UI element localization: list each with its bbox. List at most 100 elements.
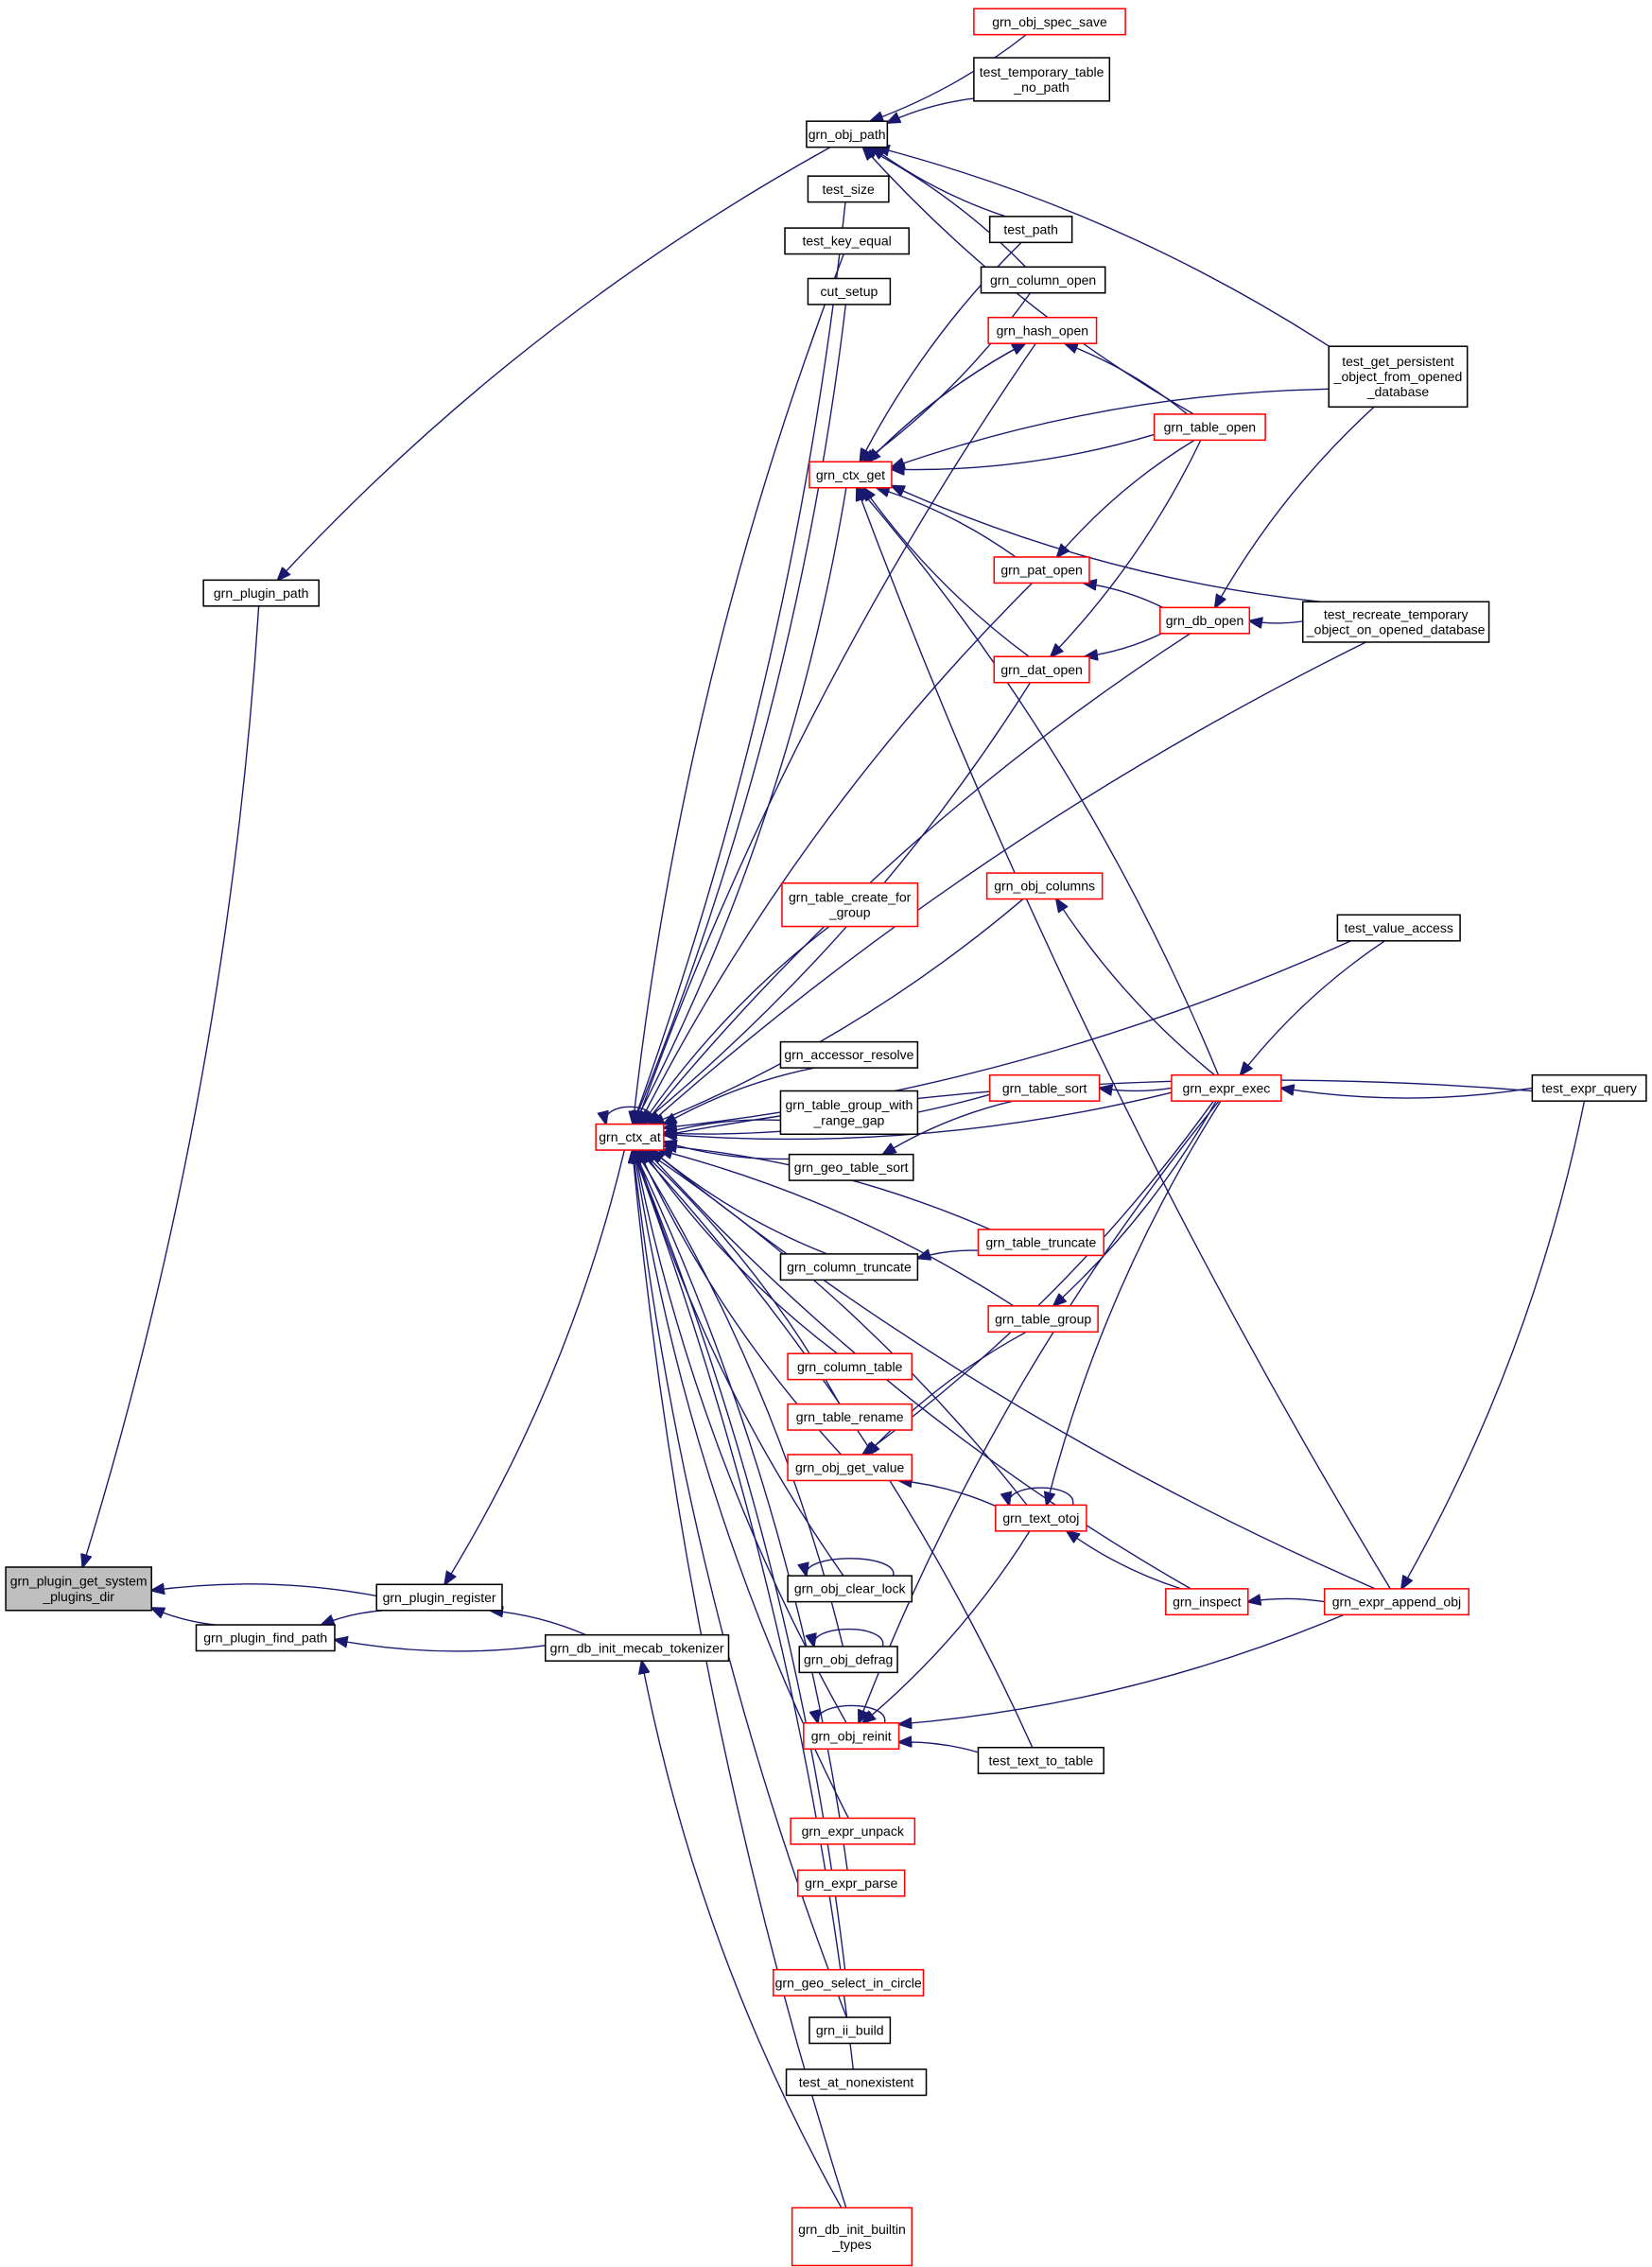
node-test-temp-table-no-path[interactable]: test_temporary_table_no_path <box>973 57 1111 102</box>
node-box[interactable] <box>809 2016 892 2045</box>
node-ctx-get[interactable]: grn_ctx_get <box>809 461 893 489</box>
node-box[interactable] <box>993 556 1090 584</box>
node-box[interactable] <box>787 1352 913 1381</box>
node-dat-open[interactable]: grn_dat_open <box>993 655 1090 684</box>
node-ctx-at[interactable]: grn_ctx_at <box>595 1123 665 1151</box>
node-expr-append-obj[interactable]: grn_expr_append_obj <box>1323 1588 1469 1616</box>
node-box[interactable] <box>807 277 892 305</box>
node-box[interactable] <box>977 1746 1104 1774</box>
node-box[interactable] <box>781 882 919 928</box>
node-obj-reinit[interactable]: grn_obj_reinit <box>803 1722 900 1751</box>
node-box[interactable] <box>1531 1073 1647 1102</box>
node-box[interactable] <box>798 1646 898 1674</box>
node-plugin-find-path[interactable]: grn_plugin_find_path <box>195 1624 336 1652</box>
node-box[interactable] <box>977 1229 1104 1257</box>
node-box[interactable] <box>809 461 893 489</box>
node-table-create-for-group[interactable]: grn_table_create_for_group <box>781 882 919 928</box>
node-box[interactable] <box>796 1869 906 1897</box>
node-test-expr-query[interactable]: test_expr_query <box>1531 1073 1647 1102</box>
node-ii-build[interactable]: grn_ii_build <box>809 2016 892 2045</box>
node-geo-select-in-circle[interactable]: grn_geo_select_in_circle <box>773 1968 925 1997</box>
node-table-group-with-range-gap[interactable]: grn_table_group_with_range_gap <box>779 1090 919 1136</box>
node-box[interactable] <box>995 1504 1087 1532</box>
node-test-value-access[interactable]: test_value_access <box>1336 914 1461 942</box>
node-table-group[interactable]: grn_table_group <box>987 1305 1099 1334</box>
node-pat-open[interactable]: grn_pat_open <box>993 556 1090 584</box>
node-expr-unpack[interactable]: grn_expr_unpack <box>790 1817 916 1845</box>
node-box[interactable] <box>779 1090 919 1136</box>
node-expr-exec[interactable]: grn_expr_exec <box>1171 1073 1282 1102</box>
node-obj-path[interactable]: grn_obj_path <box>806 120 889 148</box>
node-box[interactable] <box>803 1722 900 1751</box>
node-obj-spec-save[interactable]: grn_obj_spec_save <box>973 8 1126 36</box>
node-test-recreate-temp[interactable]: test_recreate_temporary_object_on_opened… <box>1302 601 1490 643</box>
node-obj-get-value[interactable]: grn_obj_get_value <box>787 1454 913 1482</box>
node-box[interactable] <box>779 1253 919 1282</box>
node-box[interactable] <box>807 175 890 203</box>
node-test-text-to-table[interactable]: test_text_to_table <box>977 1746 1104 1774</box>
node-box[interactable] <box>787 1454 913 1482</box>
node-accessor-resolve[interactable]: grn_accessor_resolve <box>779 1040 919 1069</box>
node-box[interactable] <box>1336 914 1461 942</box>
node-table-truncate[interactable]: grn_table_truncate <box>977 1229 1104 1257</box>
node-db-init-builtin-types[interactable]: grn_db_init_builtin_types <box>791 2206 913 2267</box>
node-box[interactable] <box>1153 413 1266 442</box>
node-db-open[interactable]: grn_db_open <box>1158 606 1251 635</box>
node-plugin-register[interactable]: grn_plugin_register <box>375 1583 503 1612</box>
node-test-key-equal[interactable]: test_key_equal <box>784 227 910 255</box>
node-box[interactable] <box>1302 601 1490 643</box>
node-box[interactable] <box>375 1583 503 1612</box>
node-box[interactable] <box>544 1633 730 1662</box>
node-box[interactable] <box>787 1575 913 1603</box>
node-box[interactable] <box>195 1624 336 1652</box>
node-box[interactable] <box>987 316 1098 344</box>
node-box[interactable] <box>202 579 320 607</box>
node-box[interactable] <box>987 1305 1099 1334</box>
node-expr-parse[interactable]: grn_expr_parse <box>796 1869 906 1897</box>
node-plugin-path[interactable]: grn_plugin_path <box>202 579 320 607</box>
node-table-open[interactable]: grn_table_open <box>1153 413 1266 442</box>
node-db-init-mecab[interactable]: grn_db_init_mecab_tokenizer <box>544 1633 730 1662</box>
node-hash-open[interactable]: grn_hash_open <box>987 316 1098 344</box>
node-box[interactable] <box>993 655 1090 684</box>
node-box[interactable] <box>1158 606 1251 635</box>
node-cut-setup[interactable]: cut_setup <box>807 277 892 305</box>
node-box[interactable] <box>988 1073 1101 1102</box>
node-box[interactable] <box>595 1123 665 1151</box>
node-box[interactable] <box>806 120 889 148</box>
node-box[interactable] <box>785 2068 928 2097</box>
node-column-truncate[interactable]: grn_column_truncate <box>779 1253 919 1282</box>
node-box[interactable] <box>790 1817 916 1845</box>
node-box[interactable] <box>773 1968 925 1997</box>
node-test-at-nonexistent[interactable]: test_at_nonexistent <box>785 2068 928 2097</box>
node-box[interactable] <box>973 8 1126 36</box>
node-box[interactable] <box>988 216 1073 244</box>
node-inspect[interactable]: grn_inspect <box>1165 1588 1249 1616</box>
node-box[interactable] <box>1328 345 1469 409</box>
node-box[interactable] <box>985 872 1104 900</box>
node-text-otoj[interactable]: grn_text_otoj <box>995 1504 1087 1532</box>
node-box[interactable] <box>779 1040 919 1069</box>
node-obj-clear-lock[interactable]: grn_obj_clear_lock <box>787 1575 913 1603</box>
node-obj-columns[interactable]: grn_obj_columns <box>985 872 1104 900</box>
node-box[interactable] <box>1165 1588 1249 1616</box>
node-column-table[interactable]: grn_column_table <box>787 1352 913 1381</box>
node-table-rename[interactable]: grn_table_rename <box>787 1403 913 1431</box>
node-geo-table-sort[interactable]: grn_geo_table_sort <box>788 1153 914 1181</box>
node-box[interactable] <box>787 1403 913 1431</box>
node-box[interactable] <box>973 57 1111 102</box>
node-box[interactable] <box>980 266 1106 294</box>
node-box[interactable] <box>5 1566 152 1612</box>
node-box[interactable] <box>1323 1588 1469 1616</box>
node-obj-defrag[interactable]: grn_obj_defrag <box>798 1646 898 1674</box>
node-focus[interactable]: grn_plugin_get_system_plugins_dir <box>5 1566 152 1612</box>
node-box[interactable] <box>784 227 910 255</box>
node-test-get-persistent[interactable]: test_get_persistent_object_from_opened_d… <box>1328 345 1469 409</box>
node-box[interactable] <box>1171 1073 1282 1102</box>
node-box[interactable] <box>788 1153 914 1181</box>
node-table-sort[interactable]: grn_table_sort <box>988 1073 1101 1102</box>
node-test-size[interactable]: test_size <box>807 175 890 203</box>
node-test-path[interactable]: test_path <box>988 216 1073 244</box>
node-box[interactable] <box>791 2206 913 2267</box>
node-column-open[interactable]: grn_column_open <box>980 266 1106 294</box>
